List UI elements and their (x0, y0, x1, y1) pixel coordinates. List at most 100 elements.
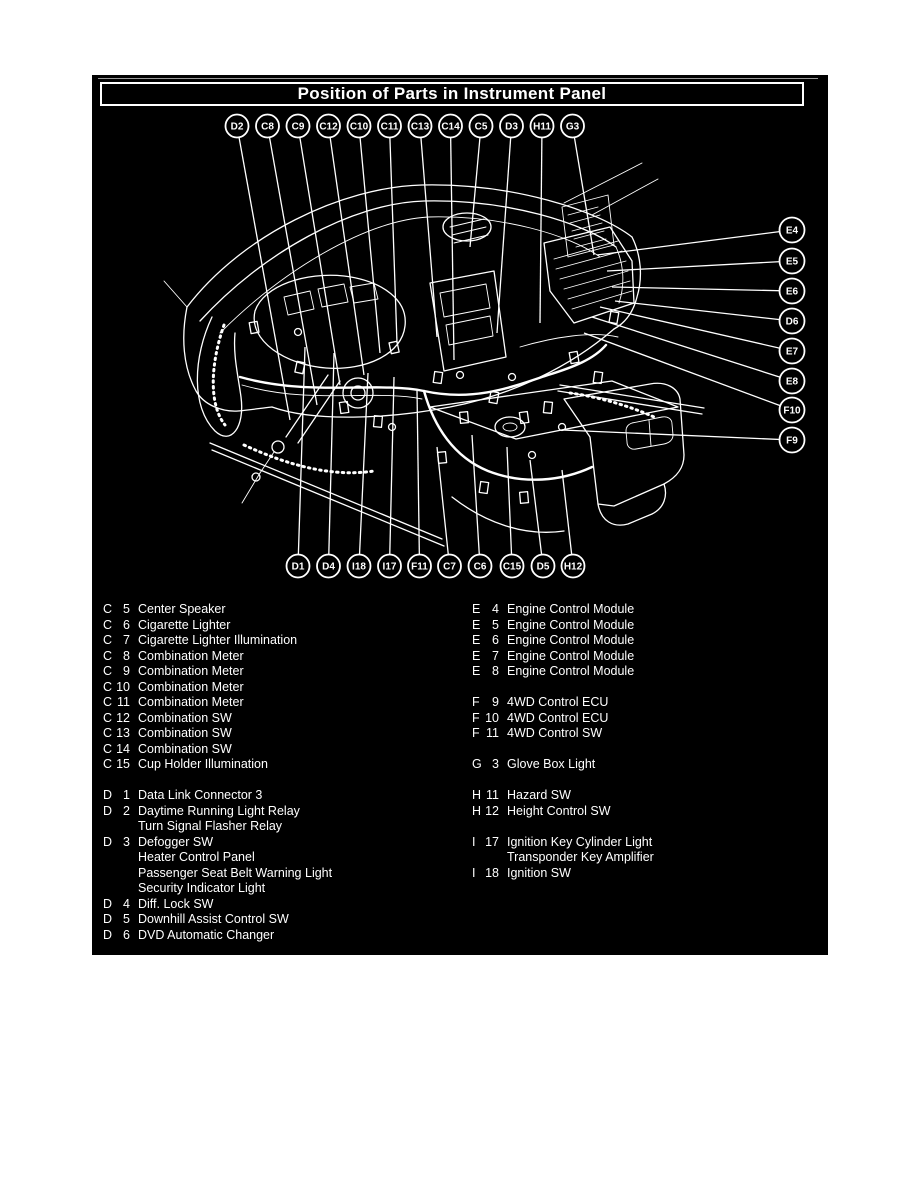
callout-label: C13 (411, 122, 430, 133)
code-number: 4 (123, 896, 130, 911)
leader-line-e4 (596, 229, 793, 256)
code-letter: C (103, 741, 113, 756)
callout-i18: I18 (346, 553, 372, 579)
leader-line-e7 (599, 306, 793, 352)
callout-h11: H11 (529, 113, 555, 139)
legend-description: Data Link Connector 3 (138, 788, 262, 804)
callout-circle (407, 113, 433, 139)
callout-f9: F9 (778, 426, 806, 454)
callout-circle (316, 113, 341, 139)
code-letter: D (103, 834, 113, 849)
legend-description-line: Diff. Lock SW (138, 896, 214, 911)
callout-e8: E8 (778, 367, 806, 395)
legend-description-line: Combination Meter (138, 679, 244, 694)
code-number: 13 (116, 726, 130, 740)
callout-label: I18 (352, 562, 366, 573)
callout-c13: C13 (407, 113, 433, 139)
code-number: 8 (123, 648, 130, 663)
legend-description-line: Data Link Connector 3 (138, 788, 263, 802)
code-number: 18 (485, 865, 499, 880)
callout-label: G3 (566, 122, 580, 133)
callout-c15: C15 (499, 553, 525, 579)
callout-e7: E7 (778, 337, 806, 365)
leader-line-c12 (327, 125, 365, 376)
code-letter: E (472, 617, 481, 632)
code-letter: D (103, 927, 113, 942)
callout-d4: D4 (316, 553, 341, 579)
legend-description: Ignition SW (507, 866, 571, 882)
legend-description-line: Combination Meter (138, 664, 244, 678)
code-number: 11 (117, 695, 130, 709)
callout-circle (467, 553, 493, 579)
callout-circle (285, 113, 311, 139)
code-number: 5 (123, 602, 130, 616)
callout-circle (778, 426, 806, 454)
callout-label: D6 (786, 317, 799, 328)
callout-circle (778, 337, 806, 365)
legend-description-line: Combination Meter (138, 695, 244, 709)
code-number: 8 (492, 664, 499, 678)
legend-description-line: Downhill Assist Control SW (138, 912, 289, 926)
callout-circle (437, 553, 462, 579)
code-number: 3 (492, 757, 499, 771)
leader-line-c15 (506, 446, 513, 567)
callout-label: C11 (381, 122, 399, 133)
callout-leader-lines (236, 125, 793, 567)
callout-circle (530, 553, 556, 579)
callout-c6: C6 (467, 553, 493, 579)
legend-description: Engine Control Module (507, 649, 634, 665)
callout-c8: C8 (255, 113, 280, 139)
legend-description-line: Daytime Running Light Relay (138, 803, 300, 818)
legend-description: Engine Control Module (507, 664, 634, 680)
legend-description: Combination Meter (138, 695, 244, 711)
callout-label: C7 (443, 562, 456, 573)
legend-description: Combination SW (138, 726, 232, 742)
callout-circle (377, 553, 402, 579)
leader-line-d5 (529, 459, 544, 567)
code-number: 12 (116, 710, 130, 725)
callout-circle (499, 553, 525, 579)
code-letter: E (472, 602, 481, 616)
legend-description-line: Combination SW (138, 710, 232, 725)
callout-circle (778, 307, 806, 335)
code-letter: C (103, 633, 113, 647)
legend-description-line: Combination Meter (138, 648, 244, 663)
legend-description: Combination Meter (138, 649, 244, 665)
legend-description-line: DVD Automatic Changer (138, 927, 275, 942)
leader-line-e5 (606, 260, 793, 272)
figure-title: Position of Parts in Instrument Panel (297, 84, 607, 103)
callout-label: F9 (786, 436, 798, 447)
legend-description: DVD Automatic Changer (138, 928, 274, 944)
callout-c11: C11 (377, 113, 402, 139)
callout-circle (778, 247, 806, 275)
code-letter: D (103, 803, 113, 818)
legend-description: Diff. Lock SW (138, 897, 213, 913)
callout-label: C10 (350, 122, 369, 133)
leader-line-f11 (416, 389, 421, 567)
